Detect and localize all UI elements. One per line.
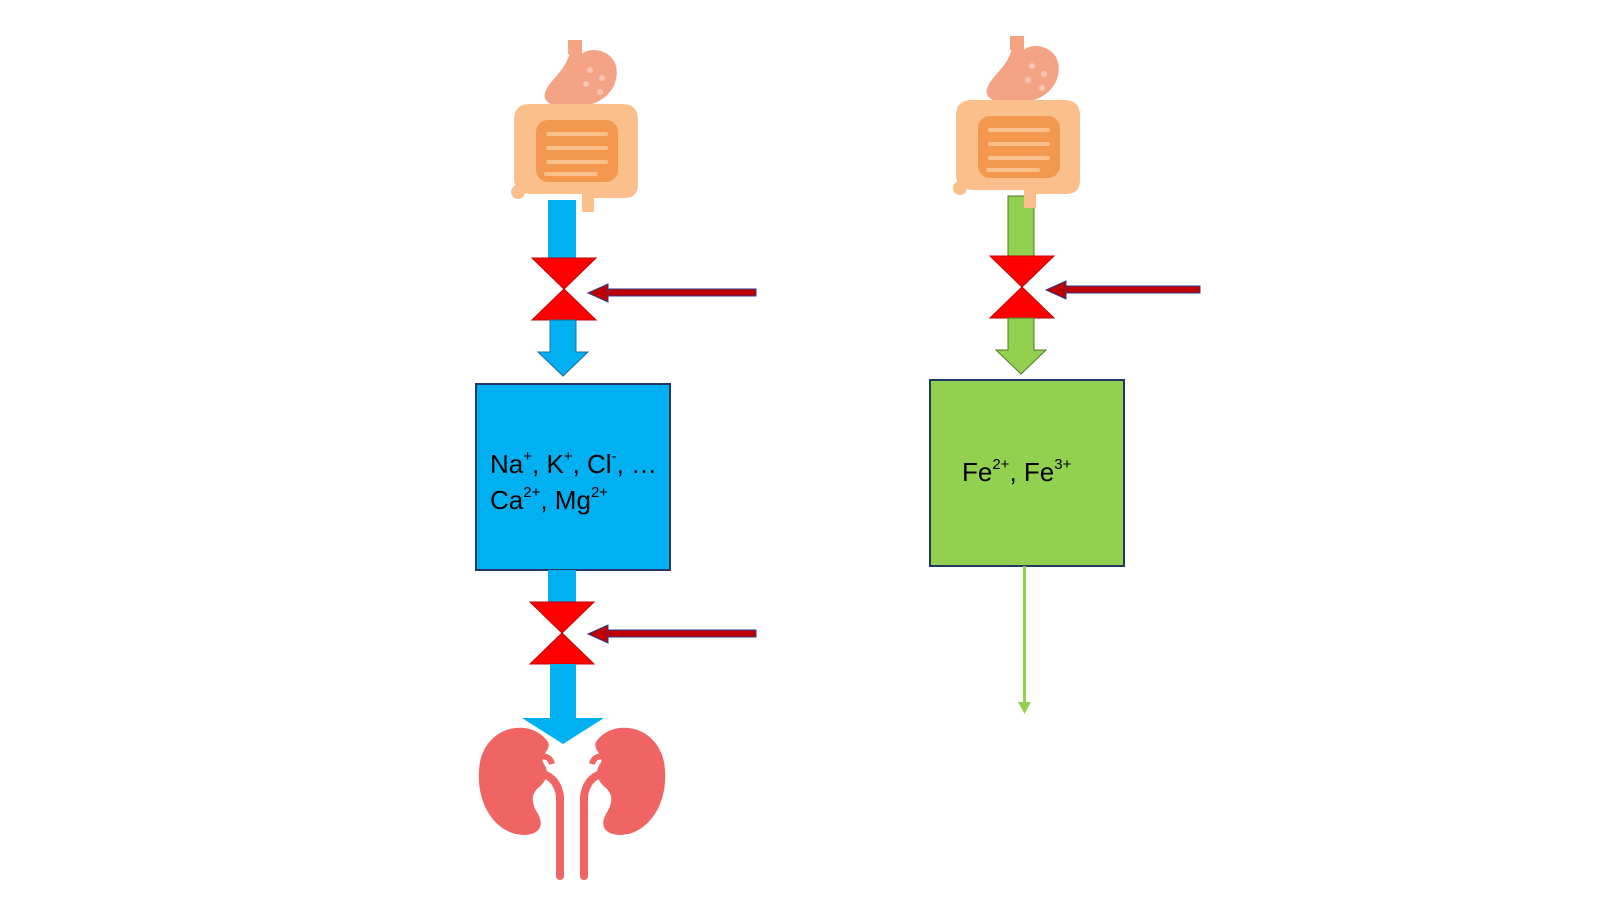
label-text: Ca — [490, 485, 524, 515]
ion-charge: 2+ — [523, 484, 541, 502]
left-flow-shaft-top — [548, 200, 576, 258]
left-flow-shaft-middle — [548, 570, 576, 602]
left-flow-arrow-into-box — [536, 319, 590, 377]
right-valve — [988, 255, 1056, 319]
label-text: Fe — [962, 457, 993, 487]
left-lower-control-arrow — [586, 624, 757, 644]
left-upper-valve — [530, 257, 598, 321]
right-iron-box — [929, 379, 1125, 567]
label-text: , Cl — [572, 449, 612, 479]
label-text: , Mg — [540, 485, 591, 515]
ion-charge: 3+ — [1054, 456, 1072, 474]
digestive-system-icon — [509, 38, 640, 214]
ion-charge: - — [611, 448, 617, 466]
right-box-line-1: Fe2+, Fe3+ — [962, 454, 1071, 490]
label-text: Na — [490, 449, 524, 479]
ion-charge: + — [563, 448, 573, 466]
right-box-label: Fe2+, Fe3+ — [962, 454, 1071, 490]
left-flow-arrow-to-kidneys — [522, 664, 604, 744]
left-box-label: Na+, K+, Cl-, … Ca2+, Mg2+ — [490, 446, 657, 518]
left-upper-control-arrow — [586, 283, 757, 303]
left-lower-valve — [528, 601, 596, 665]
kidneys-icon — [478, 727, 666, 880]
right-flow-arrow-into-box — [994, 317, 1048, 375]
ion-charge: + — [523, 448, 533, 466]
ion-charge: 2+ — [590, 484, 609, 502]
label-text: , Fe — [1009, 457, 1055, 487]
label-text: , … — [616, 449, 658, 479]
ion-charge: 2+ — [992, 456, 1010, 474]
right-control-arrow — [1044, 280, 1201, 300]
right-outflow-arrow — [1018, 566, 1031, 714]
left-electrolyte-box — [475, 383, 671, 571]
digestive-system-icon — [951, 34, 1082, 210]
label-text: , K — [532, 449, 564, 479]
left-box-line-2: Ca2+, Mg2+ — [490, 482, 657, 518]
left-box-line-1: Na+, K+, Cl-, … — [490, 446, 657, 482]
